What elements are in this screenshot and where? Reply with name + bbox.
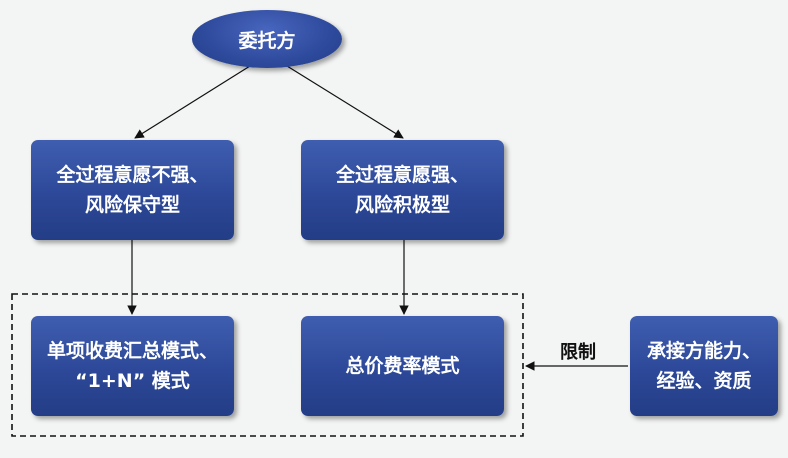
node-total-rate-label: 总价费率模式: [345, 355, 460, 377]
node-contractor: 承接方能力、 经验、资质: [630, 316, 778, 416]
node-total-rate: 总价费率模式: [301, 316, 504, 416]
node-aggressive: 全过程意愿强、 风险积极型: [301, 140, 504, 240]
node-conservative-line-2: 风险保守型: [84, 194, 180, 216]
dashed-group-boundary: [11, 293, 524, 437]
node-client-label: 委托方: [238, 29, 296, 52]
arrow-client-to-conservative: [134, 65, 251, 139]
node-contractor-line-1: 承接方能力、: [646, 340, 761, 362]
node-contractor-line-2: 经验、资质: [656, 370, 752, 392]
node-single-fee-line-2: “1+N” 模式: [75, 370, 190, 392]
arrow-client-to-aggressive: [286, 65, 404, 139]
node-conservative-line-1: 全过程意愿不强、: [56, 164, 209, 186]
node-aggressive-line-1: 全过程意愿强、: [335, 164, 469, 186]
node-single-fee: 单项收费汇总模式、 “1+N” 模式: [31, 316, 234, 416]
node-aggressive-line-2: 风险积极型: [354, 194, 450, 216]
edge-limit-label: 限制: [560, 342, 596, 363]
node-client: 委托方: [192, 10, 342, 68]
node-single-fee-line-1: 单项收费汇总模式、: [46, 340, 218, 362]
node-conservative: 全过程意愿不强、 风险保守型: [31, 140, 234, 240]
